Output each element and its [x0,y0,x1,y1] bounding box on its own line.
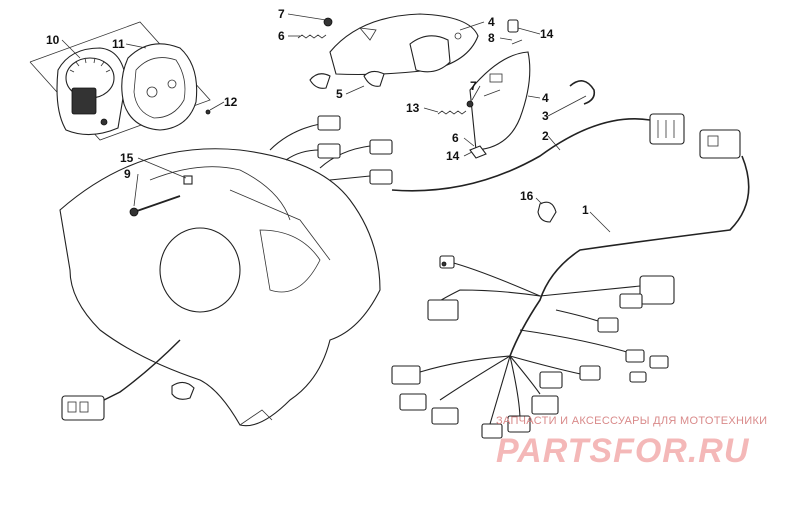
callout-7-right: 7 [470,79,477,93]
callout-1: 1 [582,203,589,217]
ring-part [569,80,596,105]
lower-connector [61,395,105,421]
leader-lines [61,13,611,233]
callout-4-right: 4 [542,91,549,105]
callout-6-right: 6 [452,131,459,145]
headlight-housing [59,148,381,427]
grommet [171,381,195,400]
main-harness [391,155,750,439]
callout-16: 16 [520,189,534,203]
small-clips [507,19,523,45]
clip-parts [309,70,385,89]
callout-15: 15 [120,151,134,165]
callout-13: 13 [406,101,420,115]
watermark-subtitle: ЗАПЧАСТИ И АКСЕССУАРЫ ДЛЯ МОТОТЕХНИКИ [496,415,767,427]
callout-6-top: 6 [278,29,285,43]
harness-2 [391,117,651,192]
harness-2-connector [649,113,685,145]
callout-7-top: 7 [278,7,285,21]
callout-5: 5 [336,87,343,101]
side-panel-part [437,51,531,159]
housing-connectors [269,115,393,185]
screw-top [297,17,333,39]
clip-16 [537,201,557,223]
callout-10: 10 [46,33,60,47]
callout-2: 2 [542,129,549,143]
callout-8: 8 [488,31,495,45]
callout-3: 3 [542,109,549,123]
callout-14-bottom: 14 [446,149,460,163]
upper-fairing-part [329,13,479,76]
callout-14-top: 14 [540,27,554,41]
watermark-brand: PARTSFOR.RU [496,432,750,470]
callout-9: 9 [124,167,131,181]
callout-11: 11 [112,37,125,51]
callout-4-top: 4 [488,15,495,29]
callout-12: 12 [224,95,238,109]
harness-1-connector [699,129,741,159]
watermark: ЗАПЧАСТИ И АКСЕССУАРЫ ДЛЯ МОТОТЕХНИКИ PA… [496,415,767,470]
callout-labels: 10 11 12 7 6 5 4 8 14 7 13 4 3 2 6 14 15… [46,7,589,217]
gauge-assembly [29,21,211,141]
